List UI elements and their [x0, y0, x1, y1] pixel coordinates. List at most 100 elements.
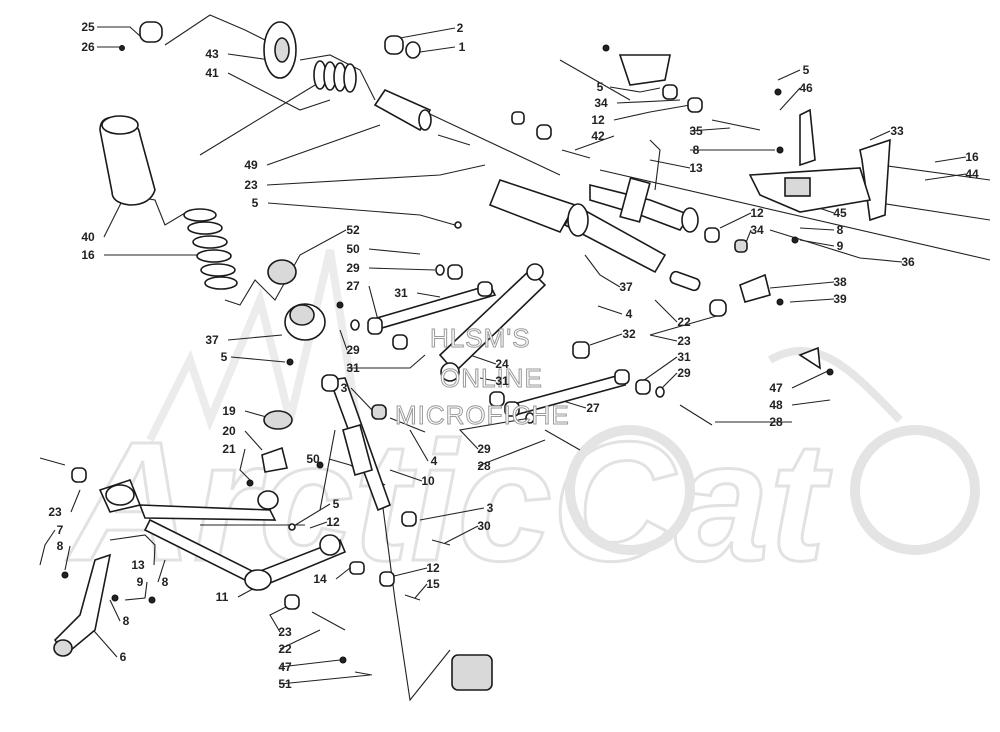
part-upper-arm — [138, 504, 277, 521]
callout-c9b: 9 — [137, 575, 144, 589]
callout-c11: 11 — [216, 590, 229, 604]
callout-c34a: 34 — [594, 96, 608, 110]
callout-c47a: 47 — [769, 381, 783, 395]
callout-c51: 51 — [278, 677, 292, 691]
callout-c50a: 50 — [346, 242, 360, 256]
part-25-bushing — [139, 21, 163, 43]
watermark-wheel-right — [850, 425, 980, 555]
callout-c12b: 12 — [750, 206, 764, 220]
callout-c5e: 5 — [333, 497, 340, 511]
callout-c25: 25 — [81, 20, 95, 34]
callout-c28b: 28 — [477, 459, 491, 473]
callout-c16b: 16 — [81, 248, 95, 262]
callout-c8b: 8 — [837, 223, 844, 237]
callout-c35: 35 — [689, 124, 703, 138]
callout-c23a: 23 — [244, 178, 258, 192]
callout-c20: 20 — [222, 424, 236, 438]
callout-c47b: 47 — [278, 660, 292, 674]
parts-drawings — [39, 21, 991, 691]
callout-c43: 43 — [205, 47, 219, 61]
part-49-tube — [373, 88, 432, 132]
callout-c37a: 37 — [619, 280, 633, 294]
part-16-spring — [183, 208, 238, 290]
callout-c3a: 3 — [341, 381, 348, 395]
callout-c48: 48 — [769, 398, 783, 412]
callout-c3b: 3 — [487, 501, 494, 515]
callout-c31b: 31 — [677, 350, 691, 364]
callout-c13a: 13 — [689, 161, 703, 175]
part-5-plate — [618, 54, 671, 86]
callout-c24: 24 — [495, 357, 509, 371]
callout-c23b: 23 — [677, 334, 691, 348]
watermark-microfiche: HLSM'S ONLINE MICROFICHE — [395, 323, 570, 431]
callout-c42: 42 — [591, 129, 605, 143]
callout-c41: 41 — [205, 66, 219, 80]
callout-c5b: 5 — [803, 63, 810, 77]
callout-c26: 26 — [81, 40, 95, 54]
callout-c31c: 31 — [346, 361, 360, 375]
callout-c1: 1 — [459, 40, 466, 54]
callout-c16a: 16 — [965, 150, 979, 164]
callout-c7: 7 — [57, 523, 64, 537]
callout-c5a: 5 — [597, 80, 604, 94]
callout-c9a: 9 — [837, 239, 844, 253]
part-19-cap — [263, 410, 293, 430]
watermark-line-2: ONLINE — [440, 363, 543, 393]
callout-c23c: 23 — [48, 505, 62, 519]
callout-c33: 33 — [890, 124, 904, 138]
callout-c21: 21 — [222, 442, 236, 456]
part-shaft-main — [488, 179, 577, 233]
callout-c34b: 34 — [750, 223, 764, 237]
callout-c29d: 29 — [477, 442, 491, 456]
callout-c4b: 4 — [431, 454, 438, 468]
callout-c8d: 8 — [162, 575, 169, 589]
part-actuator-icon — [451, 654, 493, 691]
callout-c15: 15 — [426, 577, 440, 591]
callout-c29b: 29 — [346, 343, 360, 357]
callout-c28a: 28 — [769, 415, 783, 429]
callout-c19: 19 — [222, 404, 236, 418]
callout-c31d: 31 — [495, 374, 509, 388]
leader-lines — [39, 14, 967, 702]
callout-c45: 45 — [833, 206, 847, 220]
callout-c40: 40 — [81, 230, 95, 244]
callout-c29a: 29 — [346, 261, 360, 275]
callout-c36: 36 — [901, 255, 915, 269]
callout-c50b: 50 — [306, 452, 320, 466]
callout-c27b: 27 — [586, 401, 600, 415]
watermark-brand-text: ArcticCat — [66, 407, 832, 597]
callout-c30: 30 — [477, 519, 491, 533]
callout-c52: 52 — [346, 223, 360, 237]
callout-c32: 32 — [622, 327, 636, 341]
watermark-line-1: HLSM'S — [430, 323, 531, 353]
watermark-background: ArcticCat — [65, 249, 980, 599]
callout-c44: 44 — [965, 167, 979, 181]
callout-c10: 10 — [421, 474, 435, 488]
callout-c27a: 27 — [346, 279, 360, 293]
part-2-cap — [384, 35, 404, 55]
callout-c31a: 31 — [394, 286, 408, 300]
callout-c29c: 29 — [677, 366, 691, 380]
callout-c2: 2 — [457, 21, 464, 35]
callout-c46: 46 — [799, 81, 813, 95]
callout-c38: 38 — [833, 275, 847, 289]
callout-c12d: 12 — [426, 561, 440, 575]
watermark-line-3: MICROFICHE — [395, 400, 570, 430]
callout-c8c: 8 — [57, 539, 64, 553]
callout-c14: 14 — [313, 572, 327, 586]
callout-c49: 49 — [244, 158, 258, 172]
callout-c22a: 22 — [677, 315, 691, 329]
callout-c5d: 5 — [221, 350, 228, 364]
part-52-nut — [267, 259, 297, 285]
callout-c13b: 13 — [131, 558, 145, 572]
callout-c12c: 12 — [326, 515, 340, 529]
part-center-hub — [567, 203, 589, 237]
callout-c23d: 23 — [278, 625, 292, 639]
callout-c4a: 4 — [626, 307, 633, 321]
callout-c39: 39 — [833, 292, 847, 306]
callout-c8e: 8 — [123, 614, 130, 628]
part-1-washer — [405, 41, 421, 59]
